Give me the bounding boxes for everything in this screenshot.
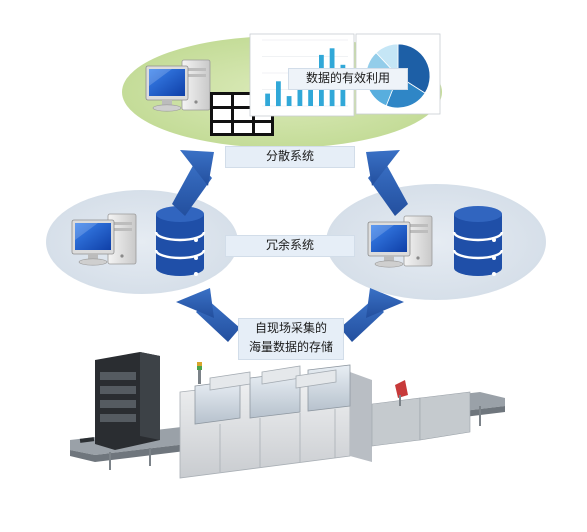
- label-data-utilization: 数据的有效利用: [288, 68, 408, 90]
- arrow-head-top-left: [180, 150, 214, 186]
- label-massive-data-storage: 自现场采集的 海量数据的存储: [238, 318, 344, 360]
- bar-mark: [265, 93, 270, 106]
- arrow-head-top-right: [366, 150, 400, 186]
- redundant-node-right-ellipse: [326, 184, 546, 300]
- bar-mark: [276, 81, 281, 107]
- label-redundant-system: 冗余系统: [225, 235, 355, 257]
- redundant-right-database: [452, 204, 504, 278]
- label-distributed-system: 分散系统: [225, 146, 355, 168]
- bar-mark: [297, 77, 303, 106]
- arrow-head-bottom-left: [176, 288, 214, 318]
- bar-mark: [286, 96, 292, 106]
- redundant-left-database: [154, 204, 206, 278]
- arrow-head-bottom-right: [366, 288, 404, 318]
- factory-line-icon: [70, 352, 505, 479]
